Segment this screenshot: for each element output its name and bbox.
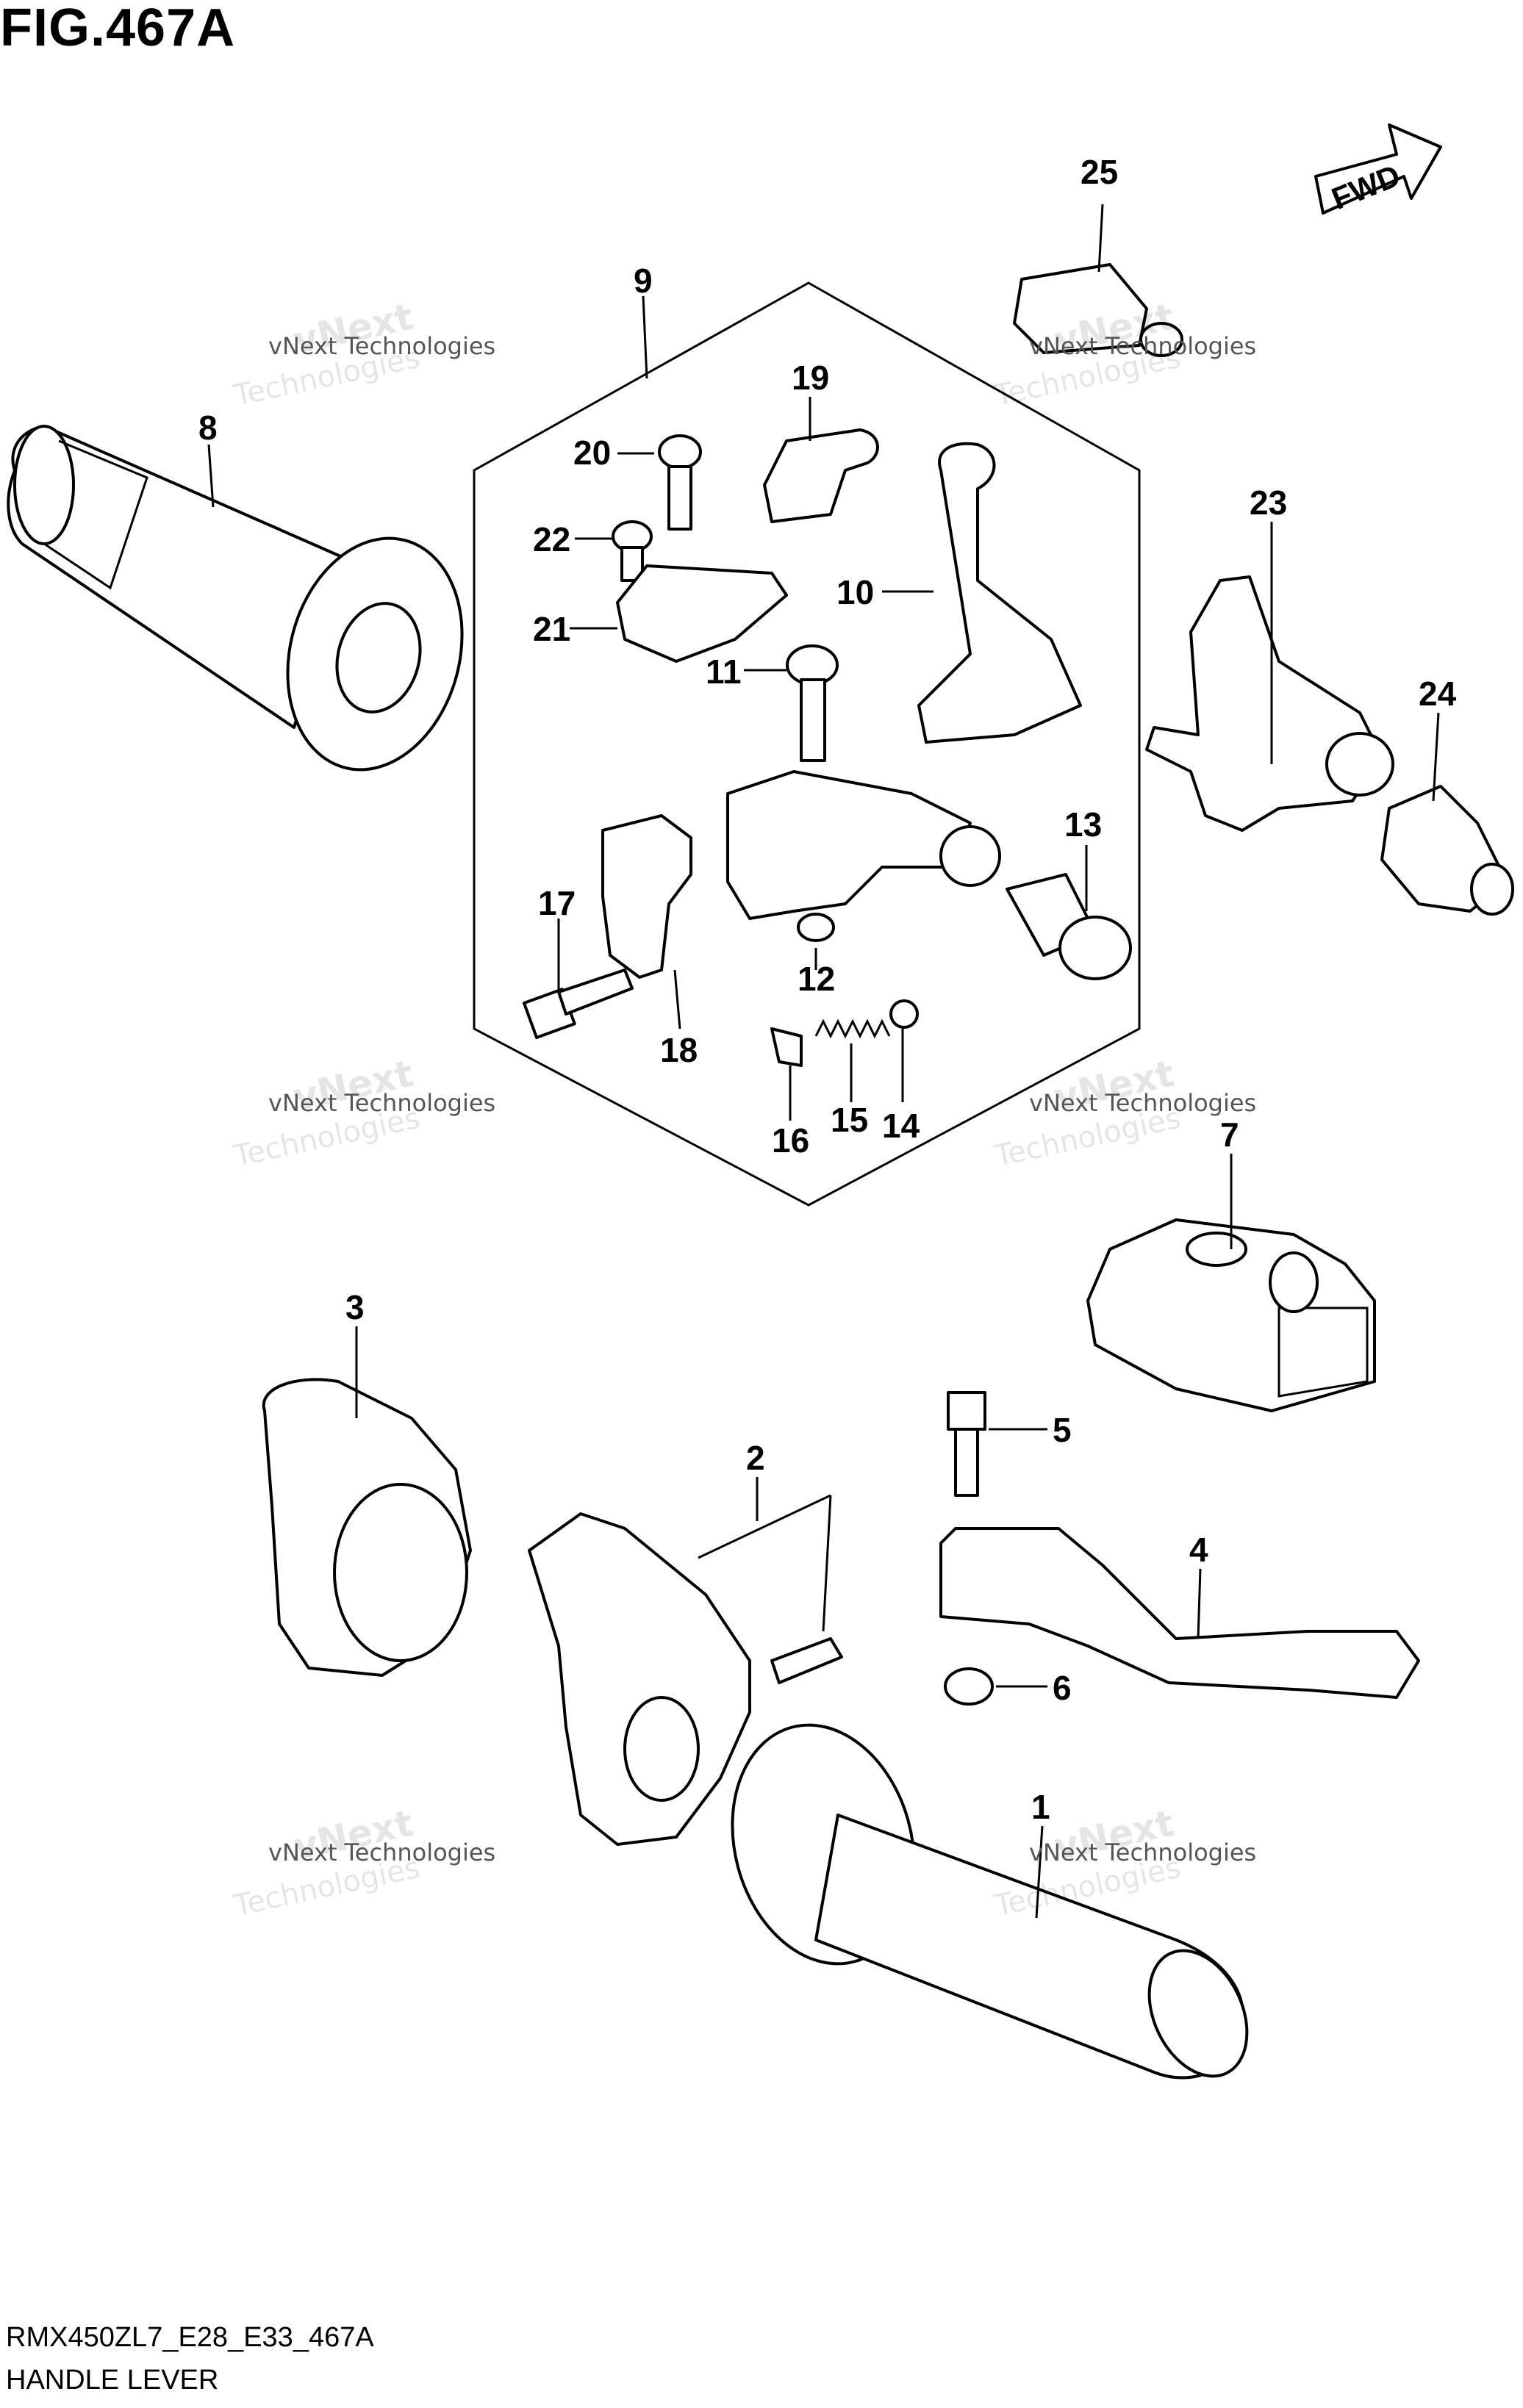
nut-part-6 bbox=[944, 1667, 994, 1706]
assembly-9-outline bbox=[473, 281, 1141, 1207]
callout-4: 4 bbox=[1189, 1531, 1208, 1569]
callout-15: 15 bbox=[831, 1101, 868, 1139]
callout-2: 2 bbox=[746, 1439, 765, 1477]
cable-holder-part-23 bbox=[1145, 575, 1383, 832]
callout-16: 16 bbox=[772, 1121, 809, 1160]
detent-part-16 bbox=[770, 1027, 803, 1067]
callout-20: 20 bbox=[573, 434, 611, 472]
lever-perch-housing bbox=[726, 770, 972, 920]
callout-18: 18 bbox=[660, 1031, 698, 1069]
screw-part-20 bbox=[658, 434, 702, 531]
bolt-part-17 bbox=[522, 968, 634, 1040]
right-grip-part-1 bbox=[731, 1723, 1249, 2080]
callout-9: 9 bbox=[634, 262, 653, 300]
grip-guard-part-3 bbox=[262, 1378, 472, 1677]
leader-lines bbox=[207, 204, 1440, 1919]
callout-14: 14 bbox=[882, 1107, 920, 1145]
callout-23: 23 bbox=[1250, 484, 1287, 522]
cable-adjuster-part-25 bbox=[1013, 263, 1183, 357]
bracket-part-21 bbox=[616, 564, 788, 663]
boot-part-7 bbox=[1086, 1218, 1376, 1412]
callout-25: 25 bbox=[1081, 153, 1118, 191]
clamp-part-18 bbox=[601, 814, 692, 979]
bolt-part-5 bbox=[947, 1391, 986, 1497]
callout-7: 7 bbox=[1220, 1115, 1239, 1154]
callout-22: 22 bbox=[533, 520, 570, 558]
adjuster-part-13 bbox=[1006, 873, 1132, 980]
watermark-text: vNext Technologies bbox=[268, 1839, 496, 1866]
throttle-housing-part-2 bbox=[528, 1512, 843, 1846]
spring-part-15 bbox=[814, 1018, 891, 1039]
callout-1: 1 bbox=[1031, 1788, 1050, 1826]
callout-17: 17 bbox=[538, 884, 576, 922]
hot-start-lever-part-19 bbox=[763, 428, 879, 523]
adjuster-nut-part-24 bbox=[1380, 785, 1514, 916]
callout-19: 19 bbox=[792, 359, 829, 397]
nut-part-12 bbox=[797, 913, 835, 942]
bolt-part-11 bbox=[786, 644, 839, 762]
callout-13: 13 bbox=[1064, 805, 1102, 844]
callout-8: 8 bbox=[198, 409, 218, 447]
callout-24: 24 bbox=[1419, 675, 1457, 713]
left-grip-part-8 bbox=[7, 425, 464, 772]
callout-21: 21 bbox=[533, 610, 570, 648]
figure-title: FIG.467A bbox=[0, 0, 236, 57]
watermark-text: vNext Technologies bbox=[1029, 1839, 1257, 1866]
callout-10: 10 bbox=[836, 573, 874, 611]
watermark-text: vNext Technologies bbox=[1029, 332, 1257, 360]
watermark-text: vNext Technologies bbox=[268, 1089, 496, 1117]
watermark-text: vNext Technologies bbox=[268, 332, 496, 360]
figure-name: HANDLE LEVER bbox=[6, 2365, 219, 2396]
brake-lever-part-4 bbox=[939, 1527, 1420, 1699]
watermark-text: vNext Technologies bbox=[1029, 1089, 1257, 1117]
callout-6: 6 bbox=[1053, 1669, 1072, 1707]
figure-code: RMX450ZL7_E28_E33_467A bbox=[6, 2322, 374, 2353]
callout-5: 5 bbox=[1053, 1411, 1072, 1449]
clutch-lever-part-10 bbox=[917, 442, 1082, 744]
callout-3: 3 bbox=[345, 1288, 365, 1326]
screw-part-22 bbox=[612, 520, 653, 582]
ball-part-14 bbox=[889, 999, 919, 1029]
fwd-arrow-icon: FWD bbox=[1314, 123, 1442, 216]
callout-12: 12 bbox=[798, 960, 835, 998]
callout-11: 11 bbox=[706, 653, 742, 691]
